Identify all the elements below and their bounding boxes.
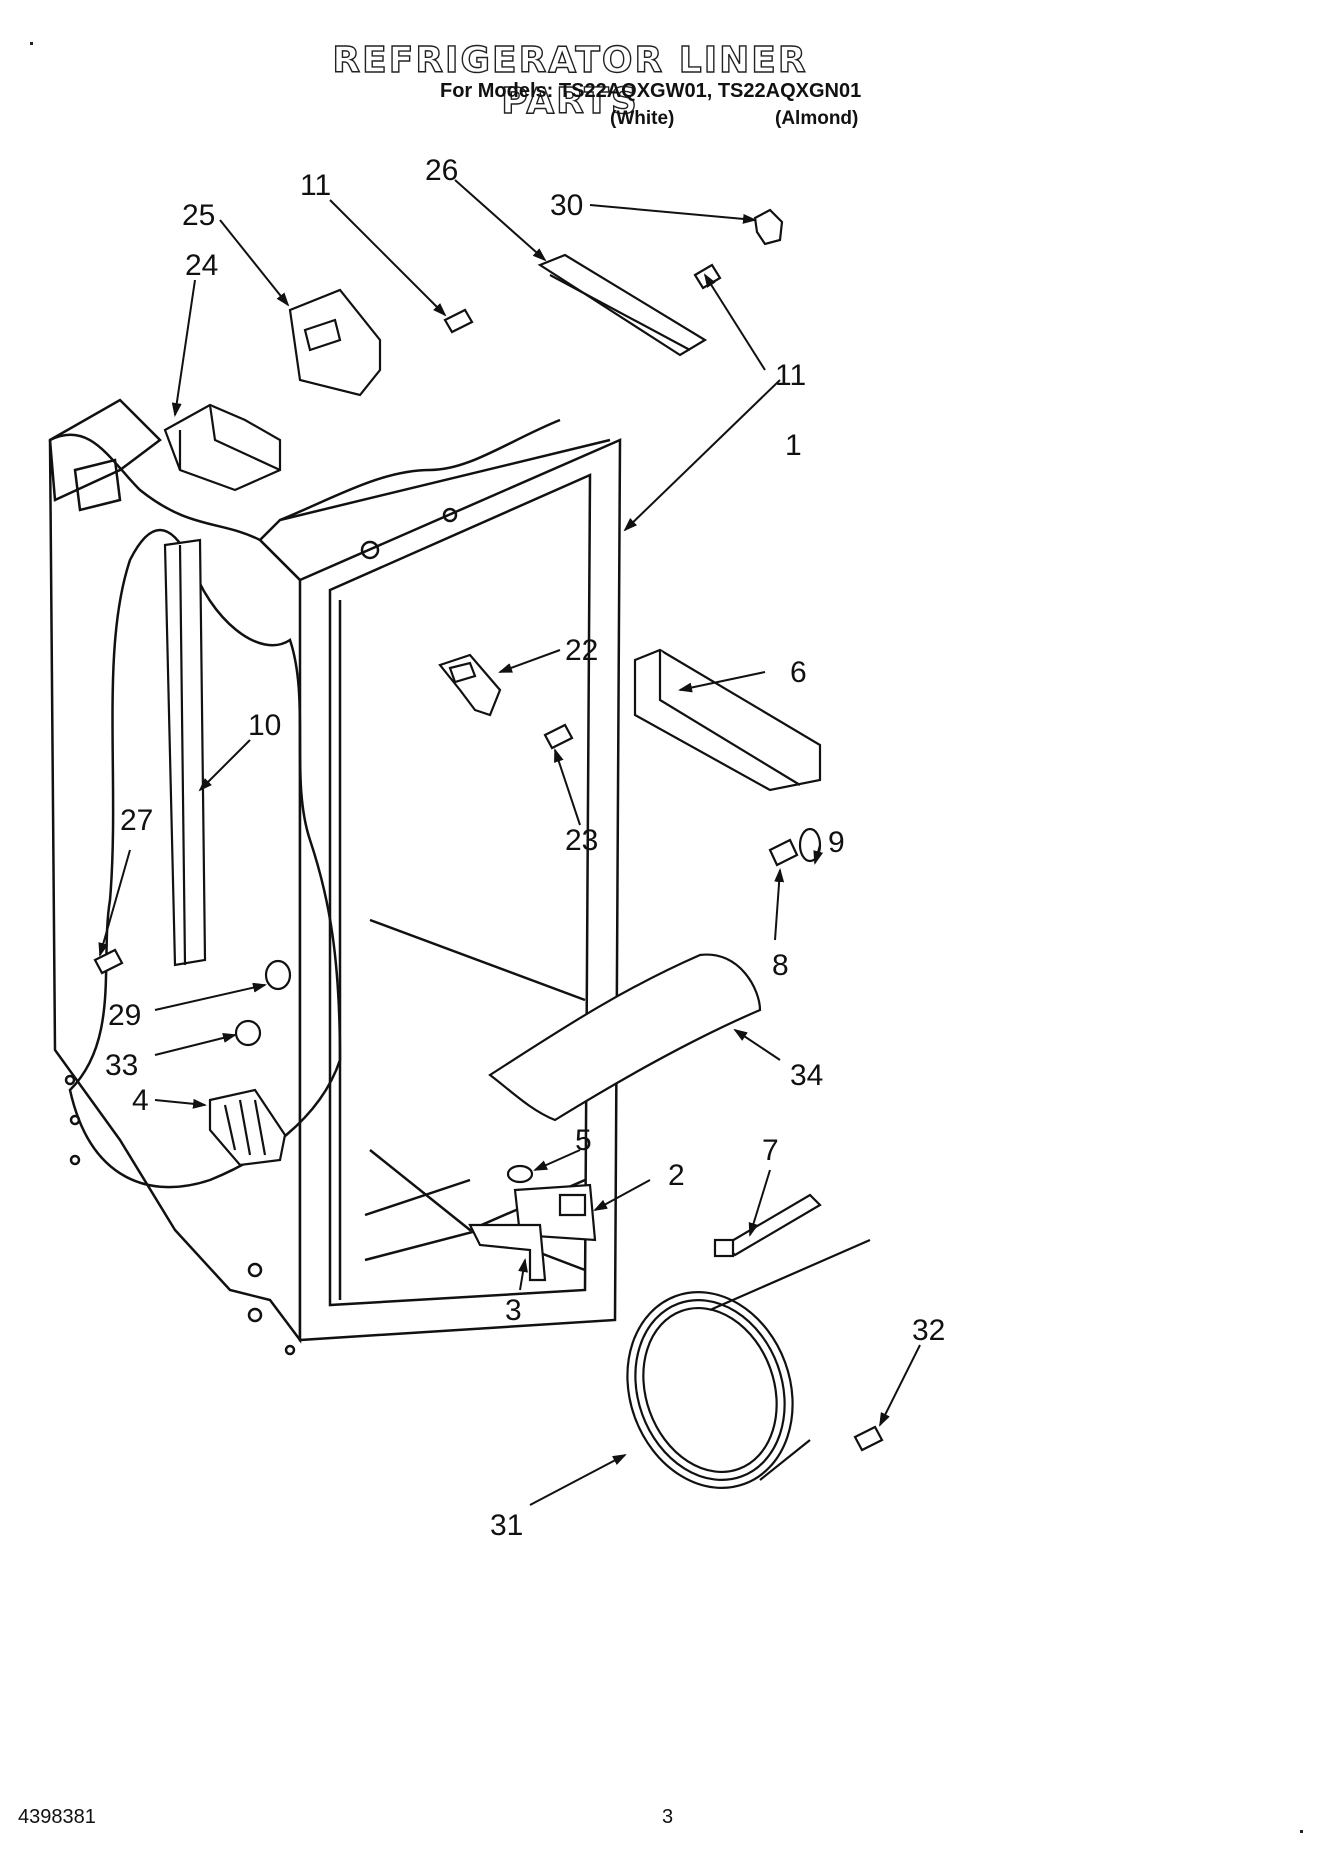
- callout-11: 11: [300, 169, 331, 202]
- corner-mark: [1300, 1830, 1303, 1833]
- callout-9: 9: [828, 826, 845, 859]
- callout-6: 6: [790, 656, 807, 689]
- callout-23: 23: [565, 824, 598, 857]
- callout-33: 33: [105, 1049, 138, 1082]
- light-bulb: [234, 1019, 262, 1047]
- callout-5: 5: [575, 1124, 592, 1157]
- callout-27: 27: [120, 804, 153, 837]
- variant-almond: (Almond): [775, 108, 859, 129]
- callout-24: 24: [185, 249, 218, 282]
- models-line: For Models: TS22AQXGW01, TS22AQXGN01: [440, 80, 862, 102]
- refrigerator-liner: [48, 398, 622, 1356]
- callout-10: 10: [248, 709, 281, 742]
- callout-31: 31: [490, 1509, 523, 1542]
- light-cover: [488, 953, 762, 1122]
- callout-22: 22: [565, 634, 598, 667]
- callout-25: 25: [182, 199, 215, 232]
- callout-11b: 11: [775, 359, 806, 392]
- mounting-bracket: [438, 653, 502, 717]
- callout-4: 4: [132, 1084, 149, 1117]
- water-tubing: [626, 1238, 871, 1489]
- thermostat-housing: [163, 403, 282, 492]
- callout-26: 26: [425, 154, 458, 187]
- page-number: 3: [662, 1806, 674, 1828]
- callout-3: 3: [505, 1294, 522, 1327]
- clip: [753, 208, 784, 246]
- grommet: [506, 1164, 534, 1184]
- vent-grille: [208, 1088, 287, 1167]
- screw: [93, 948, 124, 975]
- callout-1: 1: [785, 429, 802, 462]
- thermostat-bracket: [288, 288, 382, 397]
- callout-2: 2: [668, 1159, 685, 1192]
- page-title: REFRIGERATOR LINER PARTS: [332, 39, 808, 122]
- callout-7: 7: [762, 1134, 779, 1167]
- callout-8: 8: [772, 949, 789, 982]
- screw: [853, 1425, 884, 1452]
- document-number: 4398381: [18, 1806, 96, 1828]
- cable-tie: [713, 1193, 822, 1258]
- variant-white: (White): [610, 108, 675, 129]
- vertical-rail: [163, 538, 207, 967]
- callout-34: 34: [790, 1059, 823, 1092]
- callout-32: 32: [912, 1314, 945, 1347]
- light-socket: [264, 959, 292, 991]
- callout-29: 29: [108, 999, 141, 1032]
- bracket: [468, 1223, 547, 1282]
- callout-30: 30: [550, 189, 583, 222]
- upper-rail: [537, 253, 708, 357]
- screw: [768, 838, 799, 867]
- screw: [693, 263, 722, 290]
- screw: [543, 723, 574, 750]
- corner-mark: [30, 42, 33, 45]
- screw: [443, 308, 474, 334]
